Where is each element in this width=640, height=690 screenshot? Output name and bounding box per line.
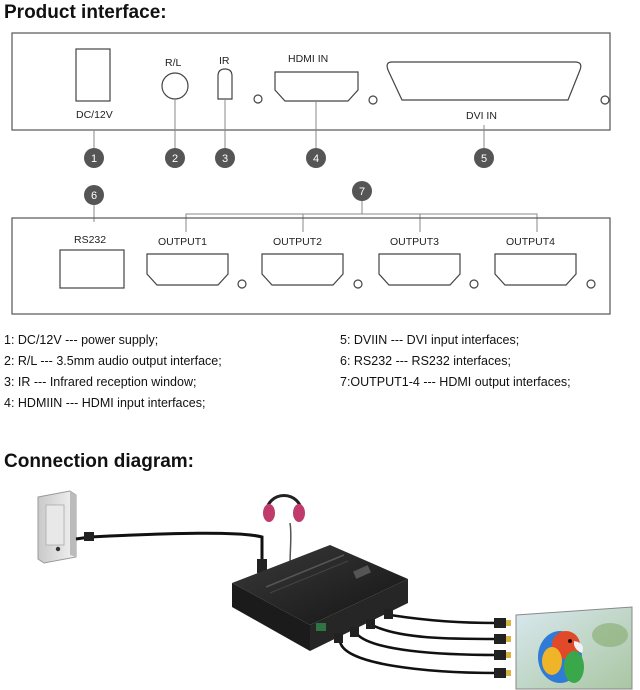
legend-left: 1: DC/12V --- power supply; 2: R/L --- 3… bbox=[4, 330, 222, 414]
dc-jack-shape bbox=[75, 48, 111, 102]
legend-item: 6: RS232 --- RS232 interfaces; bbox=[340, 354, 511, 368]
output2-shape bbox=[261, 253, 344, 286]
output3-shape bbox=[378, 253, 461, 286]
led-hole bbox=[253, 94, 263, 104]
output2-label: OUTPUT2 bbox=[273, 236, 323, 248]
source-device bbox=[37, 490, 77, 564]
svg-text:3: 3 bbox=[222, 153, 228, 165]
callout-1: 1 bbox=[84, 148, 104, 168]
callout-4: 4 bbox=[306, 148, 326, 168]
callout-5: 5 bbox=[474, 148, 494, 168]
output1-label: OUTPUT1 bbox=[158, 236, 208, 248]
dvi-in-shape bbox=[386, 61, 582, 101]
svg-text:2: 2 bbox=[172, 153, 178, 165]
interface-diagram: 1 2 3 4 5 6 7 bbox=[11, 32, 611, 315]
rl-jack-shape bbox=[161, 72, 189, 100]
legend-item: 3: IR --- Infrared reception window; bbox=[4, 375, 197, 389]
screw-hole bbox=[368, 95, 378, 105]
rs232-label: RS232 bbox=[74, 234, 107, 246]
ir-label: IR bbox=[219, 55, 230, 67]
output4-shape bbox=[494, 253, 577, 286]
bottom-panel-outline bbox=[11, 217, 611, 315]
legend-item: 7:OUTPUT1-4 --- HDMI output interfaces; bbox=[340, 375, 571, 389]
rs232-shape bbox=[59, 249, 125, 289]
callout-6: 6 bbox=[84, 185, 104, 205]
svg-text:4: 4 bbox=[313, 153, 319, 165]
callout-3: 3 bbox=[215, 148, 235, 168]
legend-item: 2: R/L --- 3.5mm audio output interface; bbox=[4, 354, 222, 368]
legend-item: 1: DC/12V --- power supply; bbox=[4, 333, 159, 347]
legend-right: 5: DVIIN --- DVI input interfaces; 6: RS… bbox=[340, 330, 571, 393]
output4-label: OUTPUT4 bbox=[506, 236, 556, 248]
connection-illustration bbox=[37, 490, 633, 690]
dc-label: DC/12V bbox=[76, 109, 113, 121]
top-panel-outline bbox=[11, 32, 611, 131]
callout-7: 7 bbox=[352, 181, 372, 201]
output-cables bbox=[338, 613, 499, 675]
screw-hole bbox=[600, 95, 610, 105]
hdmi-plug bbox=[84, 532, 94, 541]
callout-2: 2 bbox=[165, 148, 185, 168]
product-interface-title: Product interface: bbox=[4, 2, 167, 23]
svg-text:5: 5 bbox=[481, 153, 487, 165]
svg-text:1: 1 bbox=[91, 153, 97, 165]
connection-diagram-title: Connection diagram: bbox=[4, 451, 195, 472]
hdmi-plug bbox=[257, 559, 267, 573]
svg-text:7: 7 bbox=[359, 186, 365, 198]
svg-text:6: 6 bbox=[91, 190, 97, 202]
hdmi-in-label: HDMI IN bbox=[288, 53, 329, 65]
legend-item: 5: DVIIN --- DVI input interfaces; bbox=[340, 333, 520, 347]
legend-item: 4: HDMIIN --- HDMI input interfaces; bbox=[4, 396, 206, 410]
input-cable bbox=[75, 531, 264, 559]
dvi-in-label: DVI IN bbox=[466, 110, 497, 122]
hdmi-in-shape bbox=[274, 71, 359, 102]
ir-window-shape bbox=[217, 68, 233, 100]
display-screen bbox=[515, 606, 633, 690]
output3-label: OUTPUT3 bbox=[390, 236, 440, 248]
output1-shape bbox=[146, 253, 229, 286]
output-plugs bbox=[334, 609, 506, 678]
rl-label: R/L bbox=[165, 57, 182, 69]
